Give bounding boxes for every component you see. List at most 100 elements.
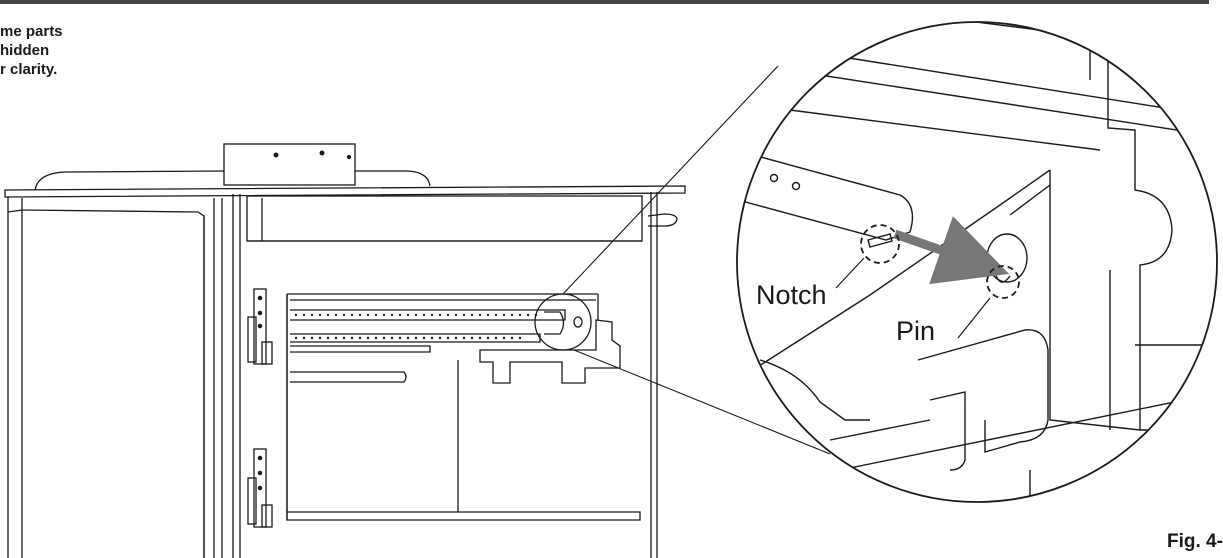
top-plate <box>4 185 686 198</box>
burner-lower-tray <box>290 371 407 383</box>
magnified-detail: Notch Pin <box>736 21 1218 503</box>
lens-bracket-leg <box>929 391 966 471</box>
lens-channel-line <box>829 54 1210 116</box>
burner-port <box>326 336 330 340</box>
burner-port <box>462 336 466 340</box>
lens-channel-line <box>789 109 1101 151</box>
burner-port <box>430 313 434 317</box>
burner-port <box>350 313 354 317</box>
notch-highlight-circle <box>860 224 900 264</box>
burner-port <box>526 313 530 317</box>
burner-port <box>478 313 482 317</box>
lens-bracket-tab <box>917 329 1049 453</box>
burner-tube-end <box>544 311 565 335</box>
figure-label: Fig. 4- <box>1167 531 1223 552</box>
burner-port <box>310 336 314 340</box>
burner-port <box>422 336 426 340</box>
burner-port <box>502 313 506 317</box>
burner-port <box>438 313 442 317</box>
burner-tube-upper <box>290 299 596 321</box>
burner-port <box>486 313 490 317</box>
burner-port <box>334 313 338 317</box>
burner-port <box>318 336 322 340</box>
pin-leader-line <box>957 297 991 339</box>
lens-burner-hole <box>745 165 751 171</box>
burner-port <box>334 336 338 340</box>
burner-port <box>534 313 538 317</box>
burner-port <box>414 336 418 340</box>
lens-floor-lines <box>829 394 1210 471</box>
lens-plate-diagonal-inner <box>1009 184 1051 216</box>
notch-label: Notch <box>756 280 827 310</box>
hinge-upper <box>247 288 273 365</box>
door-edge <box>7 197 23 558</box>
burner-port <box>390 336 394 340</box>
burner-port <box>366 313 370 317</box>
lens-flange-profile <box>1107 110 1209 431</box>
top-border-bar <box>0 0 1209 4</box>
burner-port <box>374 336 378 340</box>
burner-port <box>398 313 402 317</box>
burner-port <box>342 313 346 317</box>
door-frame <box>203 198 223 558</box>
cabinet-top-lip-left <box>34 170 225 191</box>
burner-port <box>430 336 434 340</box>
burner-port <box>390 313 394 317</box>
burner-port <box>494 313 498 317</box>
burner-port <box>502 336 506 340</box>
note-line-3: r clarity. <box>0 61 58 78</box>
burner-port <box>478 336 482 340</box>
burner-port <box>326 313 330 317</box>
burner-port <box>294 336 298 340</box>
burner-port <box>406 313 410 317</box>
hinge-lower <box>247 448 273 528</box>
burner-port <box>382 313 386 317</box>
burner-tube-short <box>290 345 431 353</box>
burner-port <box>470 313 474 317</box>
flue-box-hole <box>273 152 279 158</box>
burner-port <box>358 336 362 340</box>
burner-port <box>470 336 474 340</box>
burner-port <box>422 313 426 317</box>
flue-box <box>223 143 356 186</box>
pin-highlight-circle <box>986 265 1020 299</box>
lens-channel-line <box>819 74 1210 136</box>
burner-port <box>382 336 386 340</box>
lens-burner-hole <box>791 181 801 191</box>
burner-port <box>486 336 490 340</box>
burner-port <box>518 313 522 317</box>
burner-bracket <box>479 319 621 384</box>
burner-port <box>518 336 522 340</box>
burner-port <box>302 336 306 340</box>
burner-port <box>414 313 418 317</box>
note-line-1: me parts <box>0 23 63 40</box>
flue-box-hole <box>346 154 352 160</box>
cabinet <box>4 143 686 558</box>
note-line-2: hidden <box>0 42 50 59</box>
door-panel <box>21 209 205 558</box>
burner-port <box>446 313 450 317</box>
lens-lower-curve <box>759 359 870 421</box>
burner-port <box>454 313 458 317</box>
burner-port <box>406 336 410 340</box>
burner-port <box>462 313 466 317</box>
interior-floor <box>286 294 641 521</box>
burner-port <box>374 313 378 317</box>
burner-port <box>358 313 362 317</box>
burner-port <box>318 313 322 317</box>
insertion-arrow <box>893 216 1009 285</box>
burner-port <box>366 336 370 340</box>
flue-box-hole <box>319 150 325 156</box>
leader-line-upper <box>562 65 779 295</box>
side-knob <box>647 213 678 227</box>
burner-port <box>342 336 346 340</box>
burner-pin-hole <box>573 316 583 328</box>
burner-port <box>446 336 450 340</box>
lens-burner-tube-end <box>737 149 739 201</box>
burner-port <box>398 336 402 340</box>
burner-port <box>350 336 354 340</box>
upper-channel-detail <box>247 198 642 242</box>
cabinet-top-lip-right <box>355 170 431 187</box>
burner-port <box>310 313 314 317</box>
